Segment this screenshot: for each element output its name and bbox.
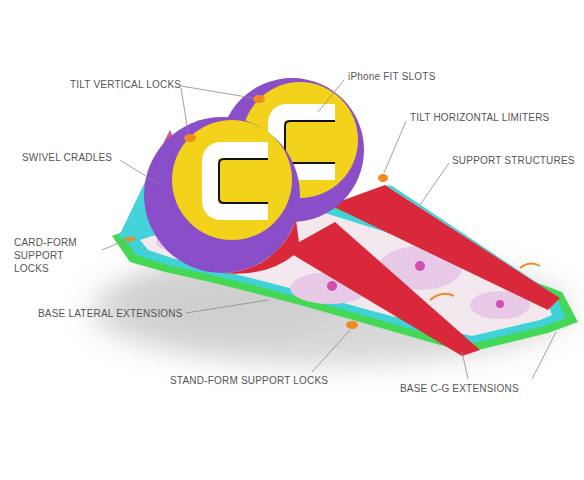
leader-line <box>181 88 188 132</box>
leader-line <box>120 160 160 185</box>
part-label: BASE C-G EXTENSIONS <box>400 382 519 395</box>
leader-line <box>420 163 449 205</box>
part-label: SWIVEL CRADLES <box>22 151 112 164</box>
part-label: CARD-FORM SUPPORT LOCKS <box>14 236 100 275</box>
part-label: iPhone FIT SLOTS <box>348 70 436 83</box>
strut-edge <box>385 185 566 302</box>
part-label: STAND-FORM SUPPORT LOCKS <box>170 374 328 387</box>
leader-line <box>181 86 253 98</box>
tilt-lock <box>253 95 265 103</box>
part-label: TILT VERTICAL LOCKS <box>70 78 181 91</box>
leader-line <box>384 121 406 173</box>
stand-lock <box>346 321 358 329</box>
pin <box>327 281 337 291</box>
fit-slot <box>210 150 268 212</box>
leader-line <box>186 300 268 313</box>
leader-line <box>532 332 556 379</box>
tilt-lock <box>184 134 196 142</box>
pin <box>415 261 425 271</box>
tilt-disc <box>172 120 292 240</box>
tilt-limiter <box>378 174 388 182</box>
part-label: TILT HORIZONTAL LIMITERS <box>410 111 549 124</box>
pin <box>496 300 504 308</box>
swivel-cradle <box>144 117 300 273</box>
leader-lines <box>102 80 556 379</box>
leader-line <box>318 80 344 112</box>
leader-line <box>462 352 468 379</box>
slot-mark <box>430 294 454 300</box>
leader-line <box>312 330 350 372</box>
support-strut <box>285 222 480 356</box>
part-label: SUPPORT STRUCTURES <box>452 154 575 167</box>
leader-line <box>102 240 126 250</box>
part-label: BASE LATERAL EXTENSIONS <box>38 307 183 320</box>
slot-edge <box>285 121 335 163</box>
slot-edge <box>219 159 268 203</box>
slot-mark <box>520 263 540 268</box>
